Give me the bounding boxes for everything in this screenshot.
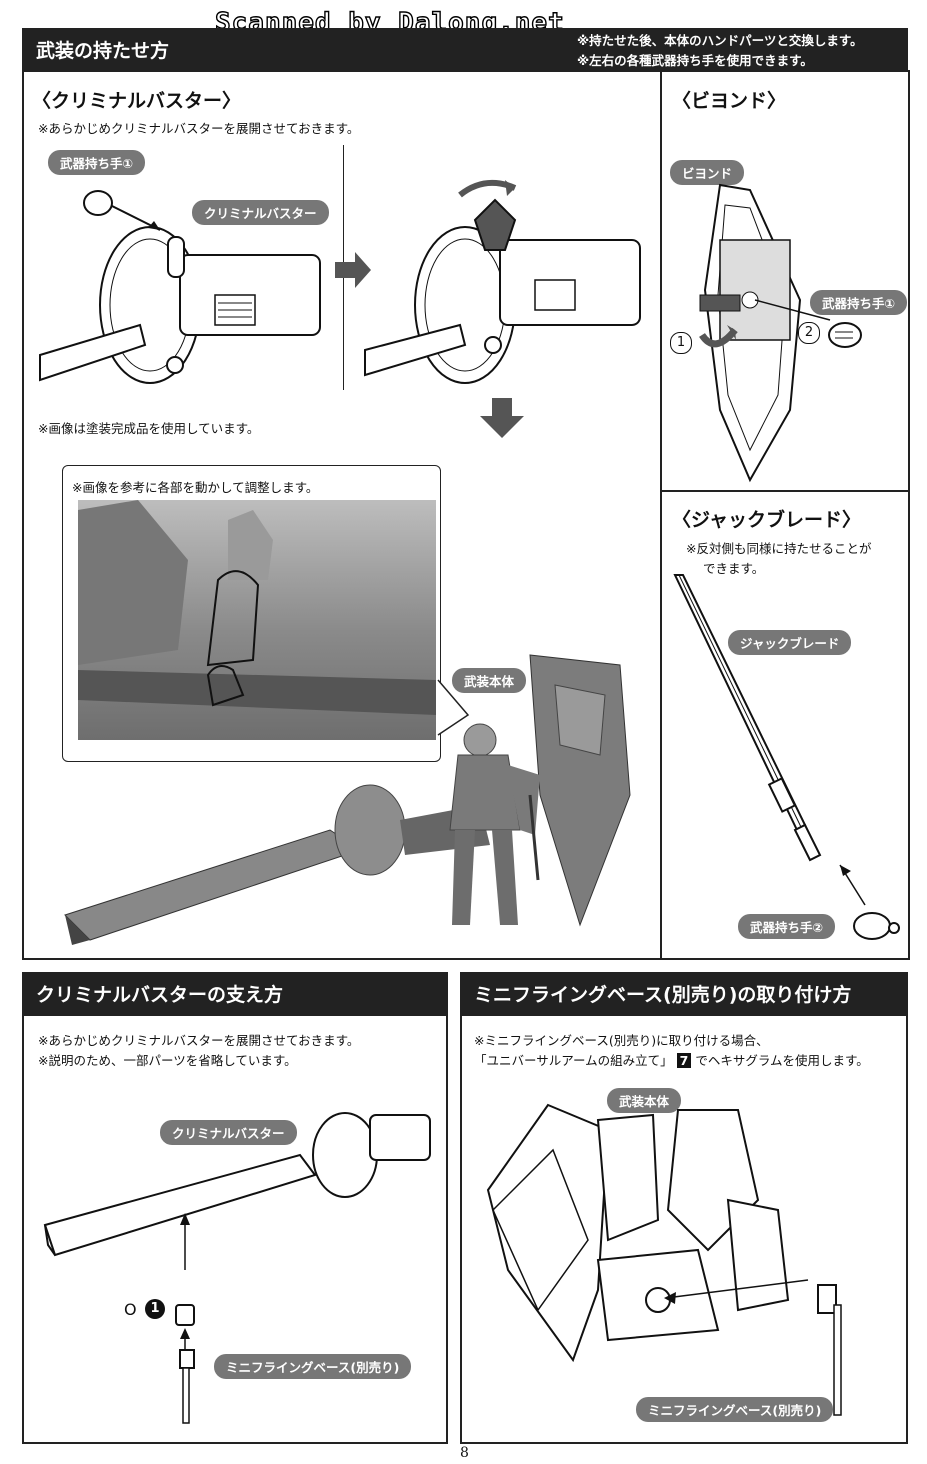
- support-title: クリミナルバスターの支え方: [36, 983, 284, 1006]
- main-panel: [22, 70, 910, 960]
- mini-base-panel: [460, 1014, 908, 1444]
- divider-vertical: [660, 70, 662, 960]
- jack-blade-note-2: できます。: [703, 561, 765, 576]
- criminal-buster-step2-drawing: [364, 179, 641, 384]
- label-weapon-hand-1: 武器持ち手①: [48, 150, 146, 175]
- label-armed-body: 武装本体: [452, 668, 527, 693]
- jack-blade-title: 〈ジャックブレード〉: [672, 509, 862, 531]
- label-weapon-hand-2: 武器持ち手②: [738, 914, 836, 939]
- jack-blade-note-1: ※反対側も同様に持たせることが: [686, 541, 872, 556]
- jack-blade-drawing: [673, 574, 822, 862]
- support-header: クリミナルバスターの支え方: [22, 972, 448, 1014]
- label-weapon-hand-1-beyond: 武器持ち手①: [810, 290, 908, 315]
- mini-base-note-1: ※ミニフライングベース(別売り)に取り付ける場合、: [474, 1033, 769, 1048]
- support-drawing: [43, 1112, 431, 1424]
- label-mini-flying-base-support: ミニフライングベース(別売り): [214, 1354, 412, 1379]
- header-note-1: ※持たせた後、本体のハンドパーツと交換します。: [577, 33, 863, 48]
- jack-blade-hand-drawing: [853, 912, 900, 940]
- down-arrow-icon: [480, 398, 524, 438]
- label-beyond: ビヨンド: [670, 160, 745, 185]
- assembly-step-badge: 7: [676, 1053, 692, 1068]
- section-title: 武装の持たせ方: [36, 39, 170, 62]
- label-armed-body-mini: 武装本体: [607, 1088, 682, 1113]
- header-note-2: ※左右の各種武器持ち手を使用できます。: [577, 53, 813, 68]
- support-note-2: ※説明のため、一部パーツを省略しています。: [38, 1053, 297, 1068]
- beyond-hand-drawing: [828, 322, 862, 348]
- mini-base-drawing: [486, 1103, 842, 1416]
- mini-base-note-2b: でヘキサグラムを使用します。: [695, 1053, 869, 1068]
- header-notes: ※持たせた後、本体のハンドパーツと交換します。 ※左右の各種武器持ち手を使用でき…: [577, 31, 863, 71]
- beyond-title: 〈ビヨンド〉: [672, 90, 787, 112]
- support-note-1: ※あらかじめクリミナルバスターを展開させておきます。: [38, 1033, 360, 1048]
- callout-note: ※画像を参考に各部を動かして調整します。: [72, 480, 319, 495]
- mini-base-note-2: 「ユニバーサルアームの組み立て」 7 でヘキサグラムを使用します。: [474, 1050, 869, 1069]
- section-header-weapons: 武装の持たせ方: [22, 28, 908, 70]
- assembled-figure-photo: [64, 654, 631, 945]
- criminal-buster-note: ※あらかじめクリミナルバスターを展開させておきます。: [38, 121, 360, 136]
- jack-blade-arrow: [839, 864, 866, 906]
- divider-horizontal: [660, 490, 910, 492]
- photo-note: ※画像は塗装完成品を使用しています。: [38, 421, 260, 436]
- mini-base-title: ミニフライングベース(別売り)の取り付け方: [474, 983, 852, 1006]
- criminal-buster-title: 〈クリミナルバスター〉: [32, 90, 242, 112]
- part-number-badge: 1: [145, 1299, 165, 1319]
- label-mini-flying-base: ミニフライングベース(別売り): [636, 1397, 834, 1422]
- mini-base-note-2a: 「ユニバーサルアームの組み立て」: [474, 1053, 673, 1068]
- beyond-shield-drawing: [699, 183, 831, 483]
- step-badge-2: 2: [798, 322, 820, 344]
- next-step-arrow-icon: [335, 252, 371, 288]
- label-criminal-buster-support: クリミナルバスター: [160, 1120, 297, 1145]
- part-prefix: O: [124, 1300, 137, 1319]
- detail-photo-overlay: [78, 500, 436, 715]
- step-badge-1: 1: [670, 332, 692, 354]
- label-criminal-buster: クリミナルバスター: [192, 200, 329, 225]
- callout-pointer: [437, 679, 470, 736]
- page-number: 8: [460, 1445, 469, 1461]
- support-panel: [22, 1014, 448, 1444]
- mini-base-header: ミニフライングベース(別売り)の取り付け方: [460, 972, 908, 1014]
- label-jack-blade: ジャックブレード: [728, 630, 852, 655]
- criminal-buster-step1-drawing: [39, 190, 321, 384]
